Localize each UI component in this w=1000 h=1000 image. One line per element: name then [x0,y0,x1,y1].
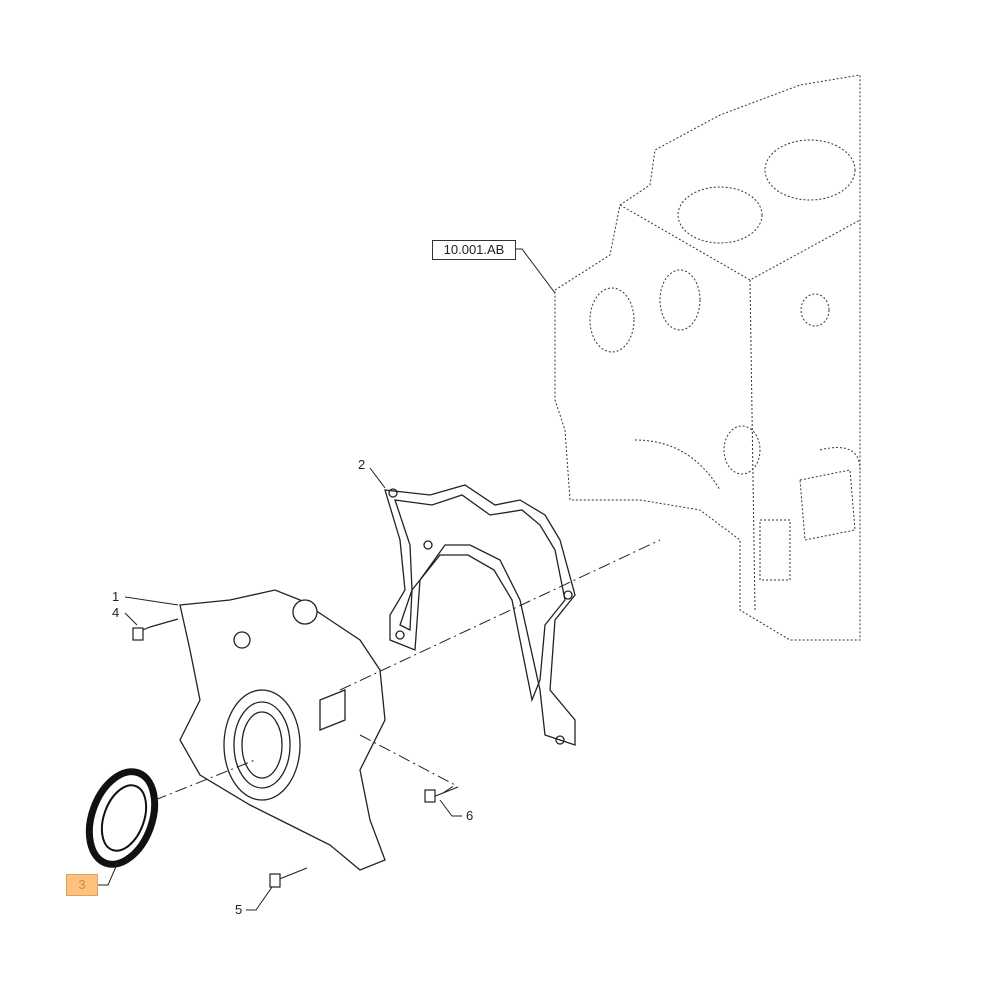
callout-2[interactable]: 2 [358,457,366,472]
callout-5[interactable]: 5 [235,902,243,917]
callout-4[interactable]: 4 [112,605,120,620]
leader-lines [98,248,556,911]
bolts [132,618,459,888]
seal [85,768,159,868]
center-lines [154,539,661,801]
callout-3-highlighted[interactable]: 3 [66,874,98,896]
reference-label[interactable]: 10.001.AB [432,240,516,260]
engine-block [554,74,861,641]
front-cover [179,589,386,871]
callout-6[interactable]: 6 [466,808,474,823]
callout-1[interactable]: 1 [112,589,120,604]
gasket [384,484,576,746]
